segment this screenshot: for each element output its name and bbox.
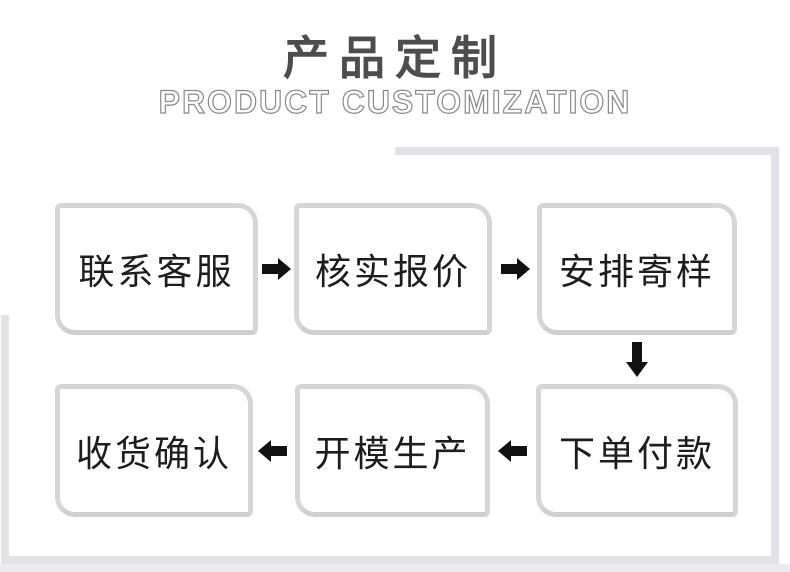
arrow-left-icon [258, 440, 287, 462]
frame-line-top [395, 147, 779, 155]
flow-step-arrange-sample: 安排寄样 [537, 203, 737, 335]
arrow-head [498, 440, 511, 462]
arrow-down-icon [626, 342, 648, 377]
flow-step-label: 收货确认 [75, 433, 232, 474]
flow-step-label: 下单付款 [558, 433, 715, 474]
flow-step-confirm-receipt: 收货确认 [55, 384, 253, 517]
arrow-left-icon [498, 440, 527, 462]
arrow-stem [511, 446, 527, 456]
arrow-stem [262, 264, 278, 274]
flow-step-contact-service: 联系客服 [55, 203, 258, 335]
flow-step-place-order-pay: 下单付款 [536, 384, 738, 517]
bottom-background-band [0, 564, 790, 572]
arrow-right-icon [262, 258, 291, 280]
arrow-stem [501, 264, 517, 274]
flow-step-label: 安排寄样 [558, 252, 715, 292]
arrow-right-icon [501, 258, 530, 280]
arrow-head [258, 440, 271, 462]
arrow-head [626, 362, 648, 377]
flow-step-mold-production: 开模生产 [295, 384, 490, 517]
flow-step-label: 联系客服 [78, 252, 235, 292]
frame-line-right [771, 147, 779, 564]
flow-step-label: 开模生产 [314, 433, 471, 474]
flow-step-label: 核实报价 [314, 252, 471, 292]
frame-line-bottom [1, 556, 779, 564]
page-subtitle: PRODUCT CUSTOMIZATION [158, 83, 632, 120]
page-title: 产品定制 [283, 33, 507, 84]
arrow-stem [632, 342, 642, 362]
flow-step-verify-quote: 核实报价 [294, 203, 492, 335]
arrow-stem [271, 446, 287, 456]
arrow-head [278, 258, 291, 280]
arrow-head [517, 258, 530, 280]
frame-line-left [1, 315, 9, 564]
